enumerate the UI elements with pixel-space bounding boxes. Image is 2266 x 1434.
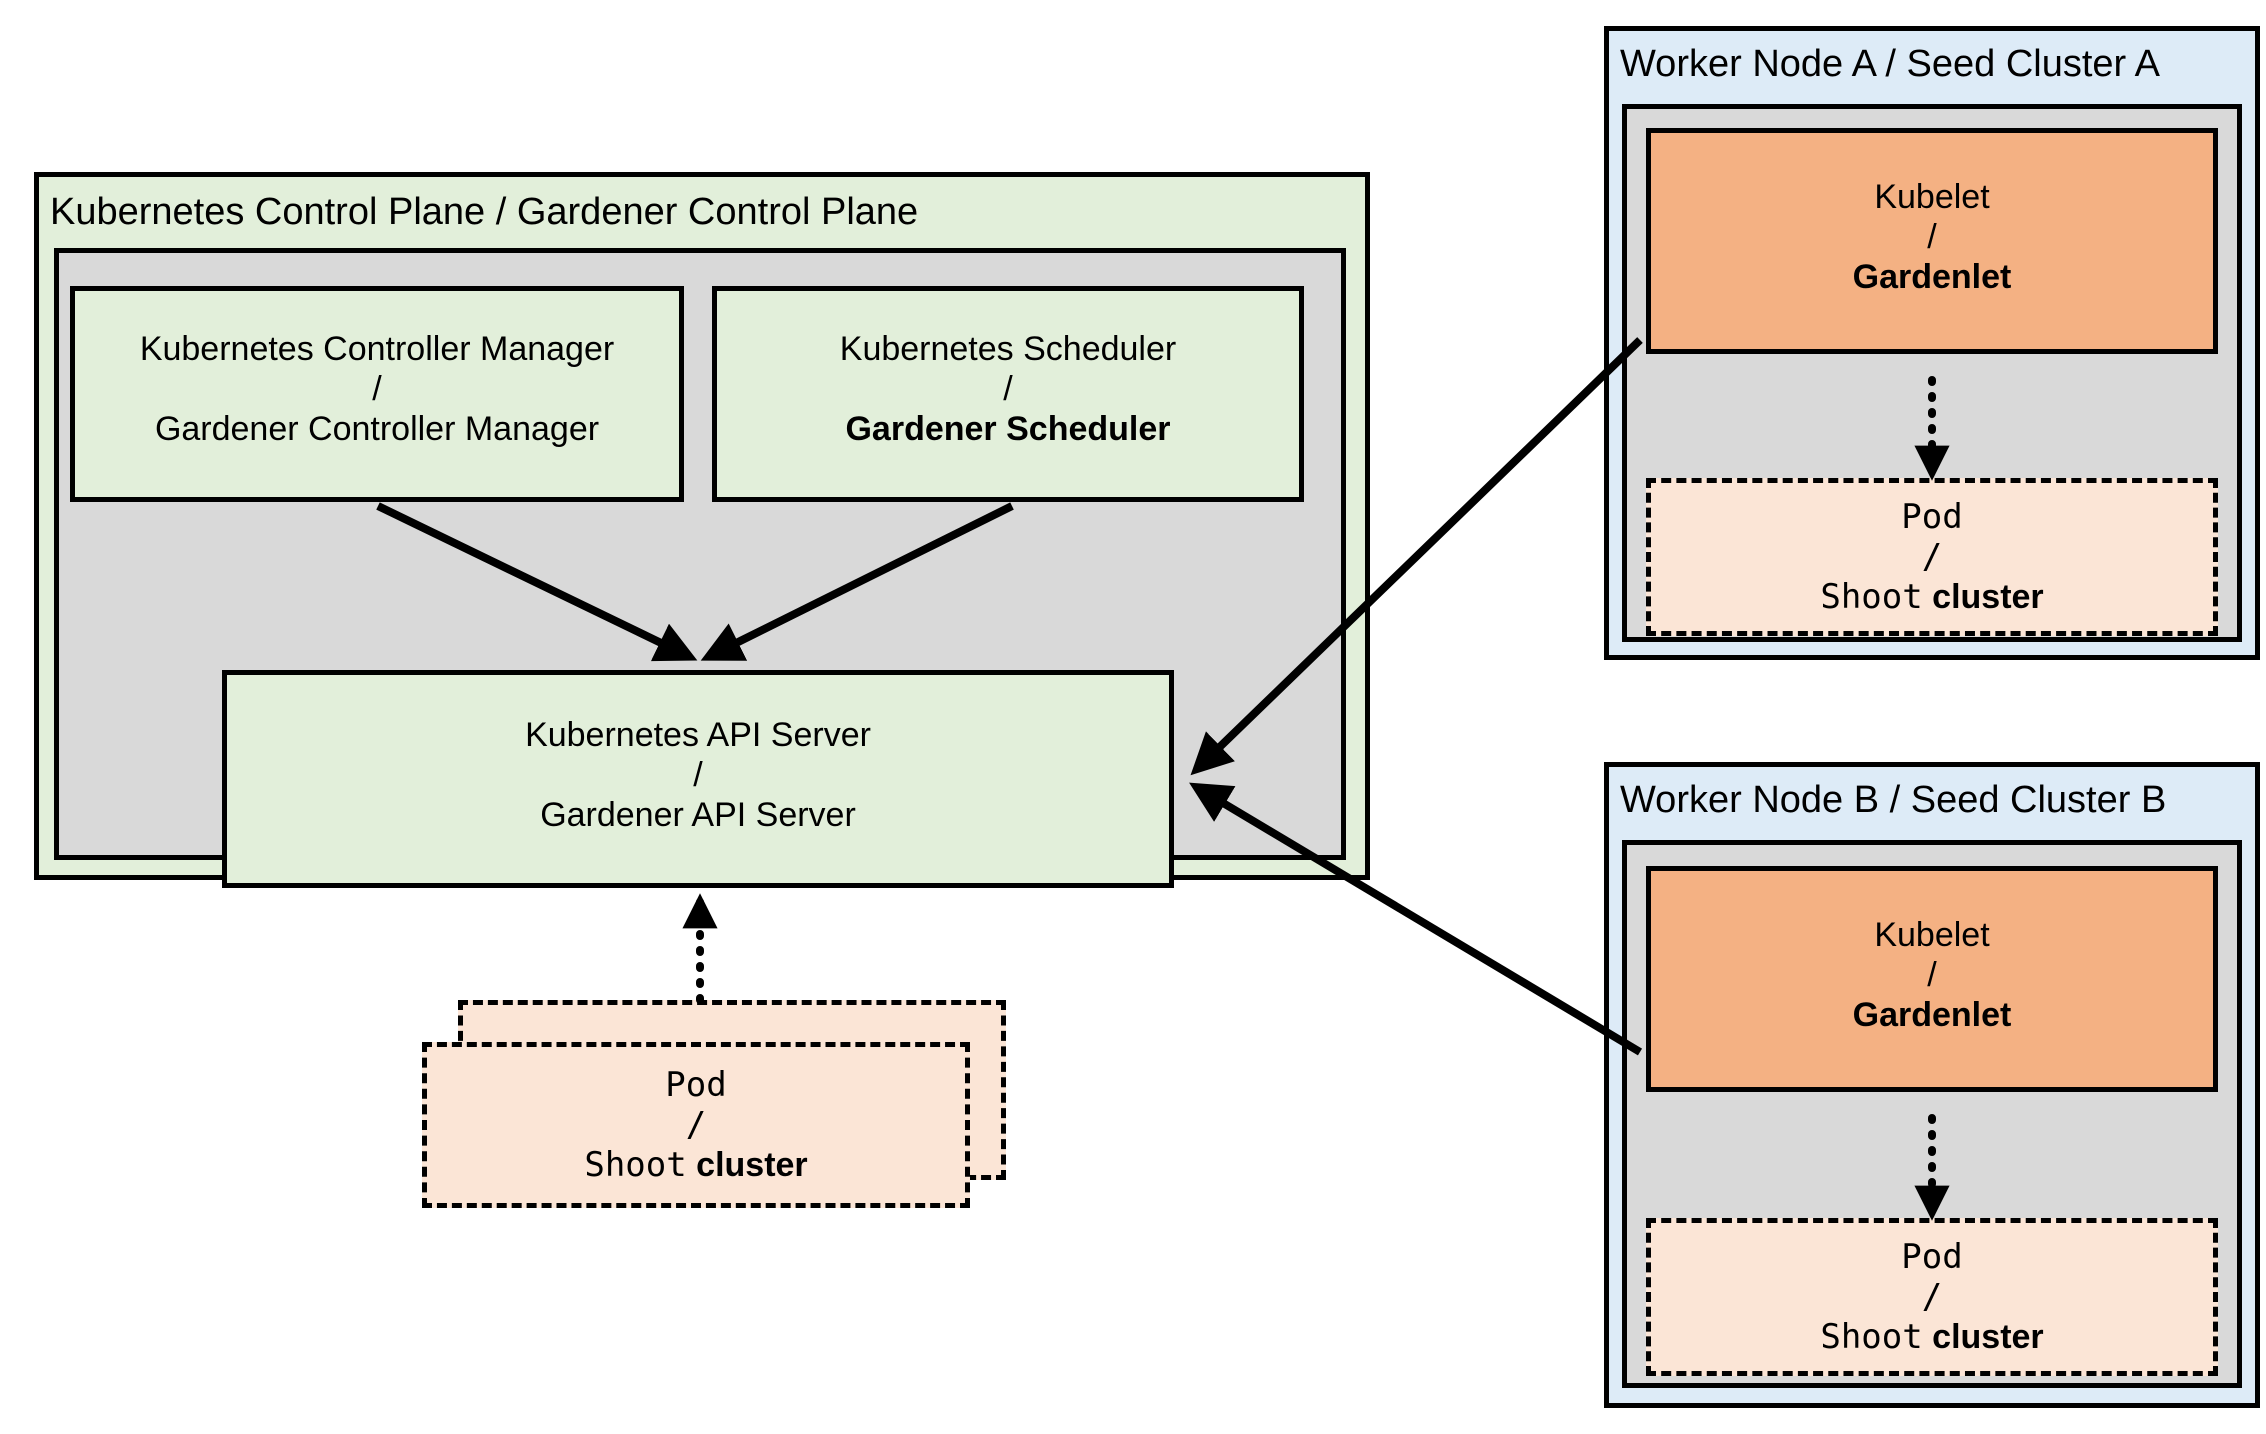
controller-manager-line1: Kubernetes Controller Manager bbox=[139, 330, 615, 368]
control-plane-pod-separator: / bbox=[685, 1105, 707, 1146]
api-server-text: Kubernetes API Server / Gardener API Ser… bbox=[227, 715, 1169, 835]
kubernetes-api-server-box[interactable]: Kubernetes API Server / Gardener API Ser… bbox=[222, 670, 1174, 888]
scheduler-separator: / bbox=[1003, 370, 1013, 409]
kubernetes-scheduler-box[interactable]: Kubernetes Scheduler / Gardener Schedule… bbox=[712, 286, 1304, 502]
controller-manager-line2: Gardener Controller Manager bbox=[154, 410, 600, 449]
worker-node-a-pod-line2: Shoot cluster bbox=[1651, 577, 2213, 617]
worker-node-b-pod-box[interactable]: Pod / Shoot cluster bbox=[1646, 1218, 2218, 1376]
control-plane-pod-text: Pod / Shoot cluster bbox=[427, 1065, 965, 1185]
worker-node-b-kubelet-box[interactable]: Kubelet / Gardenlet bbox=[1646, 866, 2218, 1092]
worker-node-a-pod-box[interactable]: Pod / Shoot cluster bbox=[1646, 478, 2218, 636]
worker-node-a-kubelet-line1: Kubelet bbox=[1874, 178, 1990, 216]
worker-node-b-pod-text: Pod / Shoot cluster bbox=[1651, 1237, 2213, 1357]
worker-node-b-title: Worker Node B / Seed Cluster B bbox=[1620, 779, 2167, 821]
worker-node-a-pod-shoot: Shoot bbox=[1820, 577, 1923, 618]
worker-node-a-pod-cluster: cluster bbox=[1932, 578, 2044, 617]
control-plane-pod-cluster: cluster bbox=[696, 1146, 808, 1185]
worker-node-a-kubelet-separator: / bbox=[1927, 218, 1937, 257]
worker-node-b-pod-cluster: cluster bbox=[1932, 1318, 2044, 1357]
worker-node-b-kubelet-line1: Kubelet bbox=[1874, 916, 1990, 954]
worker-node-b-pod-line1: Pod bbox=[1901, 1237, 1963, 1277]
controller-manager-separator: / bbox=[372, 370, 382, 409]
api-server-separator: / bbox=[693, 756, 703, 795]
scheduler-line1: Kubernetes Scheduler bbox=[839, 330, 1177, 368]
worker-node-a-pod-separator: / bbox=[1921, 537, 1943, 578]
worker-node-b-kubelet-text: Kubelet / Gardenlet bbox=[1651, 915, 2213, 1035]
scheduler-line2: Gardener Scheduler bbox=[845, 410, 1171, 449]
control-plane-pod-box[interactable]: Pod / Shoot cluster bbox=[422, 1042, 970, 1208]
api-server-line2: Gardener API Server bbox=[540, 796, 856, 835]
kubernetes-controller-manager-box[interactable]: Kubernetes Controller Manager / Gardener… bbox=[70, 286, 684, 502]
worker-node-b-pod-separator: / bbox=[1921, 1277, 1943, 1318]
worker-node-b-pod-line2: Shoot cluster bbox=[1651, 1317, 2213, 1357]
worker-node-a-title: Worker Node A / Seed Cluster A bbox=[1620, 43, 2161, 85]
worker-node-b-pod-shoot: Shoot bbox=[1820, 1317, 1923, 1358]
worker-node-a-pod-line1: Pod bbox=[1901, 497, 1963, 537]
worker-node-a-pod-text: Pod / Shoot cluster bbox=[1651, 497, 2213, 617]
control-plane-title: Kubernetes Control Plane / Gardener Cont… bbox=[50, 191, 919, 233]
control-plane-pod-line1: Pod bbox=[665, 1065, 727, 1105]
worker-node-a-gardenlet: Gardenlet bbox=[1852, 258, 2012, 297]
controller-manager-text: Kubernetes Controller Manager / Gardener… bbox=[75, 329, 679, 449]
scheduler-text: Kubernetes Scheduler / Gardener Schedule… bbox=[717, 329, 1299, 449]
worker-node-b-gardenlet: Gardenlet bbox=[1852, 996, 2012, 1035]
control-plane-pod-line2: Shoot cluster bbox=[427, 1145, 965, 1185]
worker-node-b-kubelet-separator: / bbox=[1927, 956, 1937, 995]
control-plane-pod-shoot: Shoot bbox=[584, 1145, 687, 1186]
worker-node-a-kubelet-text: Kubelet / Gardenlet bbox=[1651, 177, 2213, 297]
worker-node-a-kubelet-box[interactable]: Kubelet / Gardenlet bbox=[1646, 128, 2218, 354]
api-server-line1: Kubernetes API Server bbox=[525, 716, 871, 754]
